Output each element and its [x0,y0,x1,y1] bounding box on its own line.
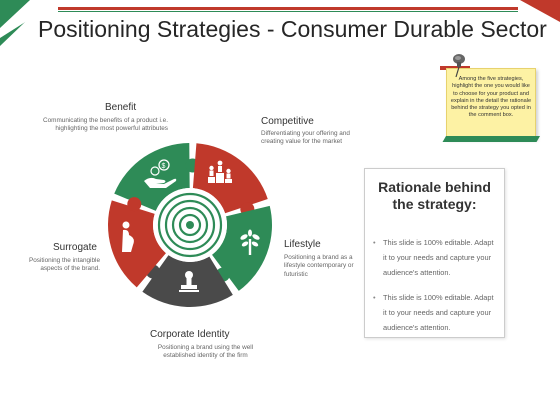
puzzle-knob [127,197,142,212]
ring-segment-benefit [114,143,190,211]
rationale-box[interactable]: Rationale behind the strategy: This slid… [364,168,505,338]
tree-people-icon [240,229,260,255]
rationale-bullet: This slide is 100% editable. Adapt it to… [373,290,496,335]
note-accent [442,136,540,142]
hand-money-icon: $ [144,159,177,188]
strategy-description: Positioning a brand using the well estab… [157,344,254,360]
rationale-list: This slide is 100% editable. Adapt it to… [373,235,496,335]
strategy-description: Communicating the benefits of a product … [42,117,168,133]
title-rule [58,7,518,10]
pregnant-woman-icon [122,221,134,252]
rationale-bullet: This slide is 100% editable. Adapt it to… [373,235,496,280]
ring-segment-surrogate [108,200,166,288]
svg-text:$: $ [162,163,166,170]
strategy-title: Corporate Identity [150,329,230,340]
strategy-title: Surrogate [53,242,97,253]
stamp-icon [179,271,199,292]
strategy-description: Differentiating your offering and creati… [261,130,350,146]
corner-decoration [0,0,60,46]
strategy-title: Competitive [261,116,314,127]
rationale-heading: Rationale behind the strategy: [378,179,491,212]
sticky-note-text: Among the five strategies, highlight the… [450,76,532,119]
title-rule [58,11,518,12]
strategy-title: Lifestyle [284,239,321,250]
puzzle-ring-diagram: $ [108,143,272,307]
page-title: Positioning Strategies - Consumer Durabl… [38,16,547,42]
strategy-description: Positioning a brand as a lifestyle conte… [284,254,354,278]
strategy-description: Positioning the intangible aspects of th… [28,257,100,273]
corner-decoration [520,0,560,22]
strategy-title: Benefit [105,102,137,113]
sticky-note[interactable]: Among the five strategies, highlight the… [446,68,536,139]
podium-people-icon [208,160,232,183]
target-icon [153,188,227,262]
pushpin-icon [453,54,465,78]
